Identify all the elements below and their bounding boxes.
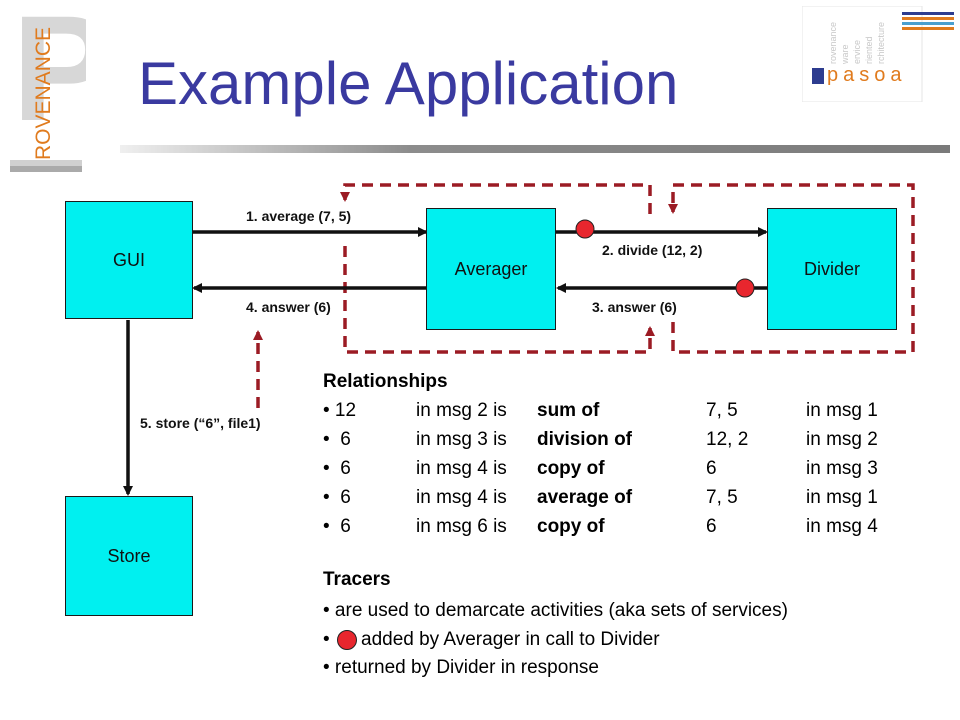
tracers-line-2: • added by Averager in call to Divider [323, 629, 823, 653]
tracers-heading: Tracers [323, 569, 391, 590]
rel-value: • 12 [323, 400, 357, 421]
rel-msg: in msg 6 is [416, 516, 513, 537]
title-underline [120, 145, 950, 153]
rel-msg: in msg 3 is [416, 429, 513, 450]
rel-source: in msg 1 [806, 487, 878, 508]
relationship-row: • 6 in msg 4 is average of 7, 5 in msg 1 [323, 488, 923, 512]
logo-right-text: pasoa [827, 64, 907, 86]
provenance-logo: P ROVENANCE [8, 0, 86, 175]
divider-node: Divider [767, 208, 897, 330]
logo-line-4: riented [864, 36, 874, 64]
relationship-row: • 12 in msg 2 is sum of 7, 5 in msg 1 [323, 401, 923, 425]
rel-source: in msg 4 [806, 516, 878, 537]
rel-value: • 6 [323, 429, 351, 450]
logo-line-3: ervice [852, 40, 862, 64]
tracers-line-1: • are used to demarcate activities (aka … [323, 600, 788, 621]
tracer-frame-left-bottom [343, 246, 655, 354]
msg-3-label: 3. answer (6) [592, 299, 677, 315]
store-node: Store [65, 496, 193, 616]
rel-value: • 6 [323, 458, 351, 479]
msg-4-label: 4. answer (6) [246, 299, 331, 315]
msg-1-label: 1. average (7, 5) [246, 208, 352, 224]
averager-node: Averager [426, 208, 556, 330]
rel-msg: in msg 4 is [416, 458, 513, 479]
rel-kind: copy of [537, 516, 605, 537]
rel-operands: 6 [706, 516, 717, 537]
gui-node: GUI [65, 201, 193, 319]
pasoa-logo: rovenance ware ervice riented rchitectur… [802, 6, 954, 102]
rel-kind: sum of [537, 400, 600, 421]
tracer-frame-right-top [668, 183, 915, 352]
rel-operands: 7, 5 [706, 487, 738, 508]
rel-msg: in msg 4 is [416, 487, 513, 508]
msg-5-label: 5. store (“6”, file1) [140, 415, 261, 431]
rel-kind: average of [537, 487, 633, 508]
logo-line-1: rovenance [828, 22, 838, 64]
relationship-row: • 6 in msg 6 is copy of 6 in msg 4 [323, 517, 923, 541]
rel-value: • 6 [323, 487, 351, 508]
rel-value: • 6 [323, 516, 351, 537]
msg-2-label: 2. divide (12, 2) [602, 242, 703, 258]
logo-line-2: ware [840, 44, 850, 65]
tracer-dot-icon [337, 630, 357, 650]
rel-operands: 6 [706, 458, 717, 479]
rel-source: in msg 1 [806, 400, 878, 421]
tracer-frame-left-top [340, 183, 652, 214]
logo-left-text: ROVENANCE [32, 27, 55, 160]
svg-text:P: P [12, 0, 86, 152]
tracers-line-2-bullet: • [323, 629, 330, 650]
relationships-heading: Relationships [323, 371, 448, 392]
rel-source: in msg 3 [806, 458, 878, 479]
logo-line-5: rchitecture [876, 22, 886, 64]
tracers-line-3: • returned by Divider in response [323, 657, 599, 678]
tracer-dot-divide [575, 219, 595, 239]
rel-kind: copy of [537, 458, 605, 479]
tracer-frame-right-bottom [671, 322, 913, 354]
rel-source: in msg 2 [806, 429, 878, 450]
tracers-line-2-text: added by Averager in call to Divider [361, 629, 660, 650]
rel-msg: in msg 2 is [416, 400, 513, 421]
tracer-dot-answer [735, 278, 755, 298]
relationship-row: • 6 in msg 3 is division of 12, 2 in msg… [323, 430, 923, 454]
rel-operands: 12, 2 [706, 429, 749, 450]
slide-title: Example Application [138, 50, 679, 117]
rel-operands: 7, 5 [706, 400, 738, 421]
relationship-row: • 6 in msg 4 is copy of 6 in msg 3 [323, 459, 923, 483]
rel-kind: division of [537, 429, 632, 450]
